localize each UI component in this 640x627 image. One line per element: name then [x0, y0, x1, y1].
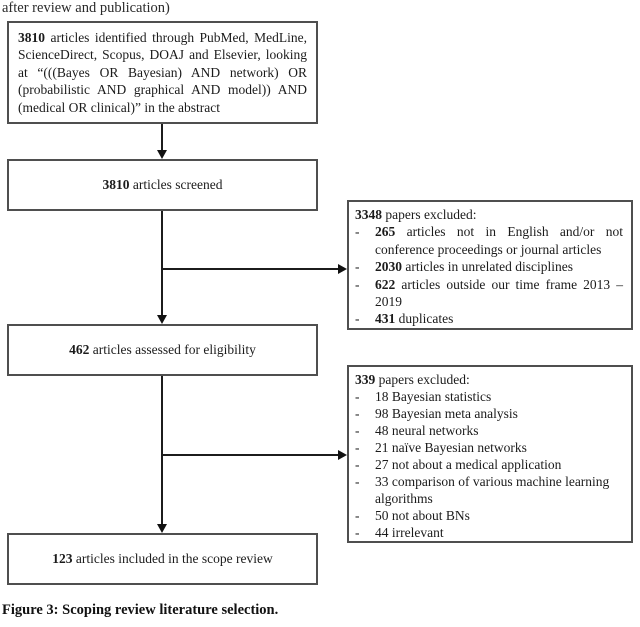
included-text: articles included in the scope review: [72, 551, 273, 567]
excluded-screening-item: - 2030 articles in unrelated disciplines: [355, 259, 573, 275]
excluded-eligibility-item: - 50 not about BNs: [355, 508, 470, 523]
excluded-screening-item: - 265 articles not in English and/or not…: [355, 224, 623, 257]
dash-bullet: -: [355, 457, 360, 472]
dash-bullet: -: [355, 224, 360, 240]
arrowhead-down-icon: [157, 315, 167, 324]
arrowhead-right-icon: [338, 264, 347, 274]
dash-bullet: -: [355, 389, 360, 404]
box-articles-included: 123 articles included in the scope revie…: [7, 533, 318, 585]
arrowhead-down-icon: [157, 524, 167, 533]
dash-bullet: -: [355, 440, 360, 455]
arrowhead-right-icon: [338, 450, 347, 460]
identified-count: 3810: [18, 30, 45, 45]
excluded-eligibility-title: papers excluded:: [375, 372, 470, 387]
screened-count: 3810: [102, 177, 130, 193]
dash-bullet: -: [355, 525, 360, 540]
included-count: 123: [52, 551, 73, 567]
excluded-eligibility-count: 339: [355, 372, 376, 387]
text-fragment-top: after review and publication): [2, 0, 170, 16]
excluded-screening-title: papers excluded:: [382, 207, 477, 222]
eligibility-count: 462: [69, 342, 90, 358]
box-articles-assessed-eligibility: 462 articles assessed for eligibility: [7, 324, 318, 376]
connector-eligibility-to-included: [161, 376, 163, 525]
dash-bullet: -: [355, 423, 360, 438]
excluded-screening-item: - 622 articles outside our time frame 20…: [355, 276, 623, 310]
dash-bullet: -: [355, 406, 360, 421]
excluded-eligibility-item: - 27 not about a medical application: [355, 457, 562, 472]
dash-bullet: -: [355, 474, 360, 489]
dash-bullet: -: [355, 276, 360, 292]
dash-bullet: -: [355, 259, 360, 275]
excluded-eligibility-item: - 18 Bayesian statistics: [355, 389, 492, 404]
connector-branch-to-excluded-eligibility: [162, 454, 339, 456]
connector-branch-to-excluded-screening: [162, 268, 339, 270]
identified-text: articles identified through PubMed, MedL…: [18, 30, 307, 115]
excluded-eligibility-item: - 33 comparison of various machine learn…: [355, 474, 610, 506]
connector-identified-to-screened: [161, 124, 163, 151]
connector-screened-to-eligibility: [161, 211, 163, 316]
arrowhead-down-icon: [157, 150, 167, 159]
excluded-screening-item: - 431 duplicates: [355, 311, 454, 327]
excluded-eligibility-item: - 98 Bayesian meta analysis: [355, 406, 518, 421]
excluded-eligibility-item: - 21 naïve Bayesian networks: [355, 440, 527, 455]
excluded-eligibility-item: - 48 neural networks: [355, 423, 479, 438]
dash-bullet: -: [355, 508, 360, 523]
box-articles-identified: 3810 articles identified through PubMed,…: [7, 21, 318, 124]
box-excluded-after-screening: 3348 papers excluded: - 265 articles not…: [347, 200, 633, 330]
excluded-screening-count: 3348: [355, 207, 382, 222]
excluded-eligibility-item: - 44 irrelevant: [355, 525, 444, 540]
eligibility-text: articles assessed for eligibility: [89, 342, 256, 358]
figure-caption: Figure 3: Scoping review literature sele…: [2, 602, 279, 618]
screened-text: articles screened: [129, 177, 223, 193]
dash-bullet: -: [355, 311, 360, 327]
box-articles-screened: 3810 articles screened: [7, 159, 318, 211]
box-excluded-after-eligibility: 339 papers excluded: - 18 Bayesian stati…: [347, 365, 633, 543]
